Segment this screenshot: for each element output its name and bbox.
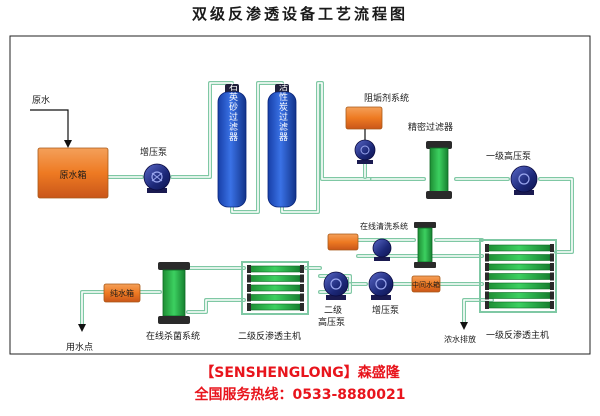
ro1-tube-end-cap: [485, 291, 489, 300]
ro2-membrane-tube: [249, 275, 301, 282]
hp-pump-1-label: 一级高压泵: [486, 150, 531, 162]
antiscalant-system: 阻垢剂系统: [345, 92, 409, 164]
ro1-tube-end-cap: [550, 291, 554, 300]
raw-water-arrow-icon: [64, 140, 72, 148]
hp-pump-2-label-line1: 二级: [324, 304, 342, 316]
activated-carbon-filter: 活性炭过滤器: [267, 81, 297, 208]
ro2-membrane-tube: [249, 265, 301, 273]
precision-filter: 精密过滤器: [408, 121, 453, 199]
ro1-membrane-tube: [487, 301, 551, 309]
ro1-tube-end-cap: [485, 263, 489, 271]
ro1-membrane-tube: [487, 254, 551, 261]
cip-system: 在线清洗系统: [327, 221, 436, 268]
ro2-tube-end-cap: [247, 293, 251, 302]
raw-tank-label: 原水箱: [59, 169, 86, 181]
footer-brand: 【SENSHENGLONG】森盛隆: [200, 364, 400, 381]
ro1-tube-end-cap: [550, 263, 554, 271]
ro1-tube-end-cap: [485, 272, 489, 281]
raw-water-label: 原水: [32, 94, 50, 106]
quartz-sand-filter: 石英砂过滤器: [217, 82, 247, 208]
ro2-tube-end-cap: [247, 274, 251, 283]
ro1-tube-end-cap: [485, 244, 489, 252]
pump-impeller-icon: [151, 172, 163, 182]
ro1-tube-end-cap: [485, 282, 489, 290]
intermediate-tank: 中间水箱: [411, 275, 441, 293]
use-point-arrow-icon: [78, 324, 86, 332]
ro2-tube-end-cap: [300, 284, 304, 292]
carbon-filter-label: 活性炭过滤器: [277, 81, 288, 142]
diagram-frame: [9, 35, 591, 355]
ro-unit-1: 一级反渗透主机: [479, 239, 557, 341]
ro1-membrane-tube: [487, 263, 551, 271]
precision-filter-label: 精密过滤器: [408, 121, 453, 133]
raw-water-tank: 原水箱: [37, 147, 109, 199]
diagram-title: 双级反渗透设备工艺流程图: [192, 5, 408, 23]
sterilize-label: 在线杀菌系统: [146, 330, 200, 342]
ro1-membrane-tube: [487, 273, 551, 280]
ro1-membrane-tube: [487, 282, 551, 290]
ro2-tube-end-cap: [300, 303, 304, 311]
quartz-filter-label: 石英砂过滤器: [227, 82, 238, 142]
ro1-tube-end-cap: [485, 301, 489, 309]
ro2-tube-end-cap: [300, 293, 304, 302]
high-pressure-pump-2: 二级 高压泵: [318, 271, 349, 328]
ro2-membrane-tube: [249, 284, 301, 292]
ro1-tube-end-cap: [550, 301, 554, 309]
ro1-tube-end-cap: [485, 253, 489, 262]
ro1-tube-end-cap: [550, 282, 554, 290]
ro2-membrane-tube: [249, 303, 301, 311]
ro1-label: 一级反渗透主机: [486, 329, 549, 341]
ro2-tube-end-cap: [300, 274, 304, 283]
brine-arrow-icon: [460, 322, 468, 330]
mid-tank-label: 中间水箱: [412, 280, 440, 289]
raw-water-feed-line: [30, 109, 69, 142]
brine-label: 浓水排放: [444, 334, 476, 344]
cip-label: 在线清洗系统: [360, 221, 408, 231]
booster-pump-2: 增压泵: [368, 271, 399, 316]
ro2-tube-end-cap: [247, 303, 251, 311]
ro2-tube-end-cap: [247, 265, 251, 273]
high-pressure-pump-1: 一级高压泵: [486, 150, 538, 195]
ro-unit-2: 二级反渗透主机: [238, 261, 309, 342]
ro1-membrane-tube: [487, 292, 551, 299]
ro1-membrane-tube: [487, 244, 551, 252]
hp-pump-2-label-line2: 高压泵: [318, 316, 345, 328]
ro1-tube-end-cap: [550, 272, 554, 281]
ro1-tube-end-cap: [550, 253, 554, 262]
ro2-tube-end-cap: [300, 265, 304, 273]
ro1-tube-end-cap: [550, 244, 554, 252]
pure-water-tank: 纯水箱: [103, 283, 141, 303]
footer-hotline: 全国服务热线：0533-8880021: [194, 386, 406, 403]
ro2-label: 二级反渗透主机: [238, 330, 301, 342]
sterilization-system: 在线杀菌系统: [146, 262, 200, 342]
use-point-label: 用水点: [66, 341, 93, 353]
ro2-tube-end-cap: [247, 284, 251, 292]
booster-pump-1: 增压泵: [140, 146, 171, 193]
antiscalant-label: 阻垢剂系统: [364, 92, 409, 104]
pure-tank-label: 纯水箱: [110, 288, 134, 298]
booster-pump-2-label: 增压泵: [372, 304, 399, 316]
ro2-membrane-tube: [249, 294, 301, 301]
booster-pump-1-label: 增压泵: [140, 146, 167, 158]
